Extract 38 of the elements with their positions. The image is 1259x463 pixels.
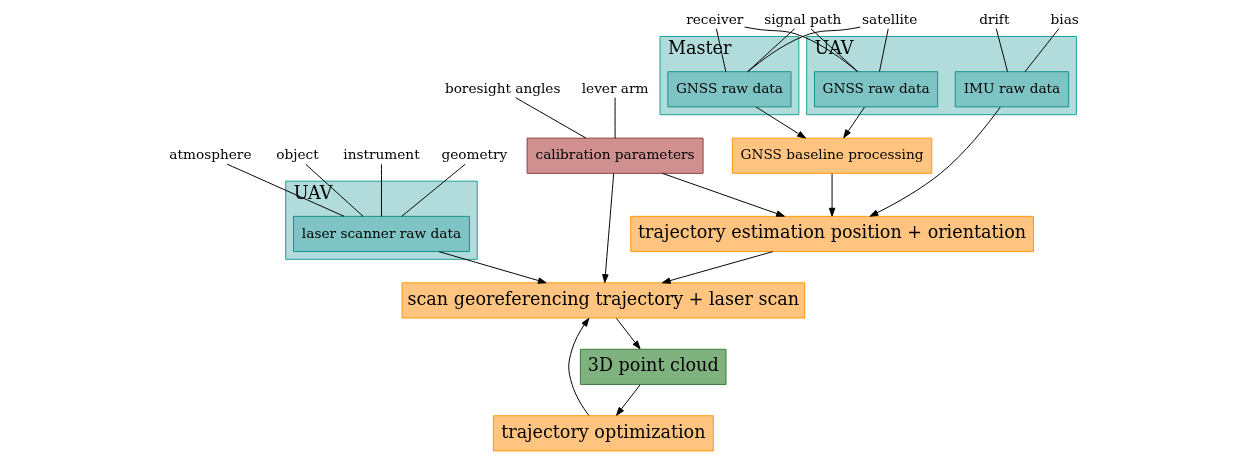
node-box: calibration parameters bbox=[526, 137, 704, 174]
connector bbox=[305, 163, 364, 217]
node-text: signal path bbox=[764, 10, 842, 27]
node-text: satellite bbox=[862, 10, 918, 27]
node-box: GNSS raw data bbox=[814, 71, 939, 108]
node-text: boresight angles bbox=[444, 79, 561, 96]
node-box: trajectory optimization bbox=[492, 415, 714, 452]
node-box: GNSS baseline processing bbox=[731, 137, 933, 174]
node-box: IMU raw data bbox=[954, 71, 1070, 108]
node-box: scan georeferencing trajectory + laser scan bbox=[401, 282, 806, 319]
connector bbox=[381, 163, 382, 217]
node-text: lever arm bbox=[581, 79, 649, 96]
node-text: geometry bbox=[441, 146, 508, 163]
node-text: atmosphere bbox=[169, 146, 252, 163]
arrow bbox=[568, 317, 590, 416]
node-box: laser scanner raw data bbox=[293, 215, 470, 253]
arrow bbox=[843, 106, 865, 139]
arrow bbox=[438, 251, 547, 284]
node-box: GNSS raw data bbox=[667, 71, 792, 108]
arrow bbox=[828, 173, 836, 217]
arrow bbox=[615, 317, 641, 350]
node-text: object bbox=[276, 146, 319, 163]
arrow bbox=[602, 172, 615, 283]
connector bbox=[747, 28, 796, 73]
arrow bbox=[869, 106, 1001, 217]
connector bbox=[226, 163, 345, 217]
arrow bbox=[755, 106, 806, 139]
connector bbox=[401, 163, 466, 217]
node-text: receiver bbox=[686, 10, 744, 27]
arrow bbox=[661, 251, 774, 284]
node-text: drift bbox=[979, 10, 1010, 27]
arrow bbox=[616, 384, 641, 416]
arrow bbox=[661, 172, 785, 217]
node-box: 3D point cloud bbox=[579, 348, 727, 385]
node-box: trajectory estimation position + orientation bbox=[630, 215, 1034, 253]
node-text: instrument bbox=[343, 146, 420, 163]
connector bbox=[515, 97, 587, 139]
node-text: bias bbox=[1050, 10, 1079, 27]
